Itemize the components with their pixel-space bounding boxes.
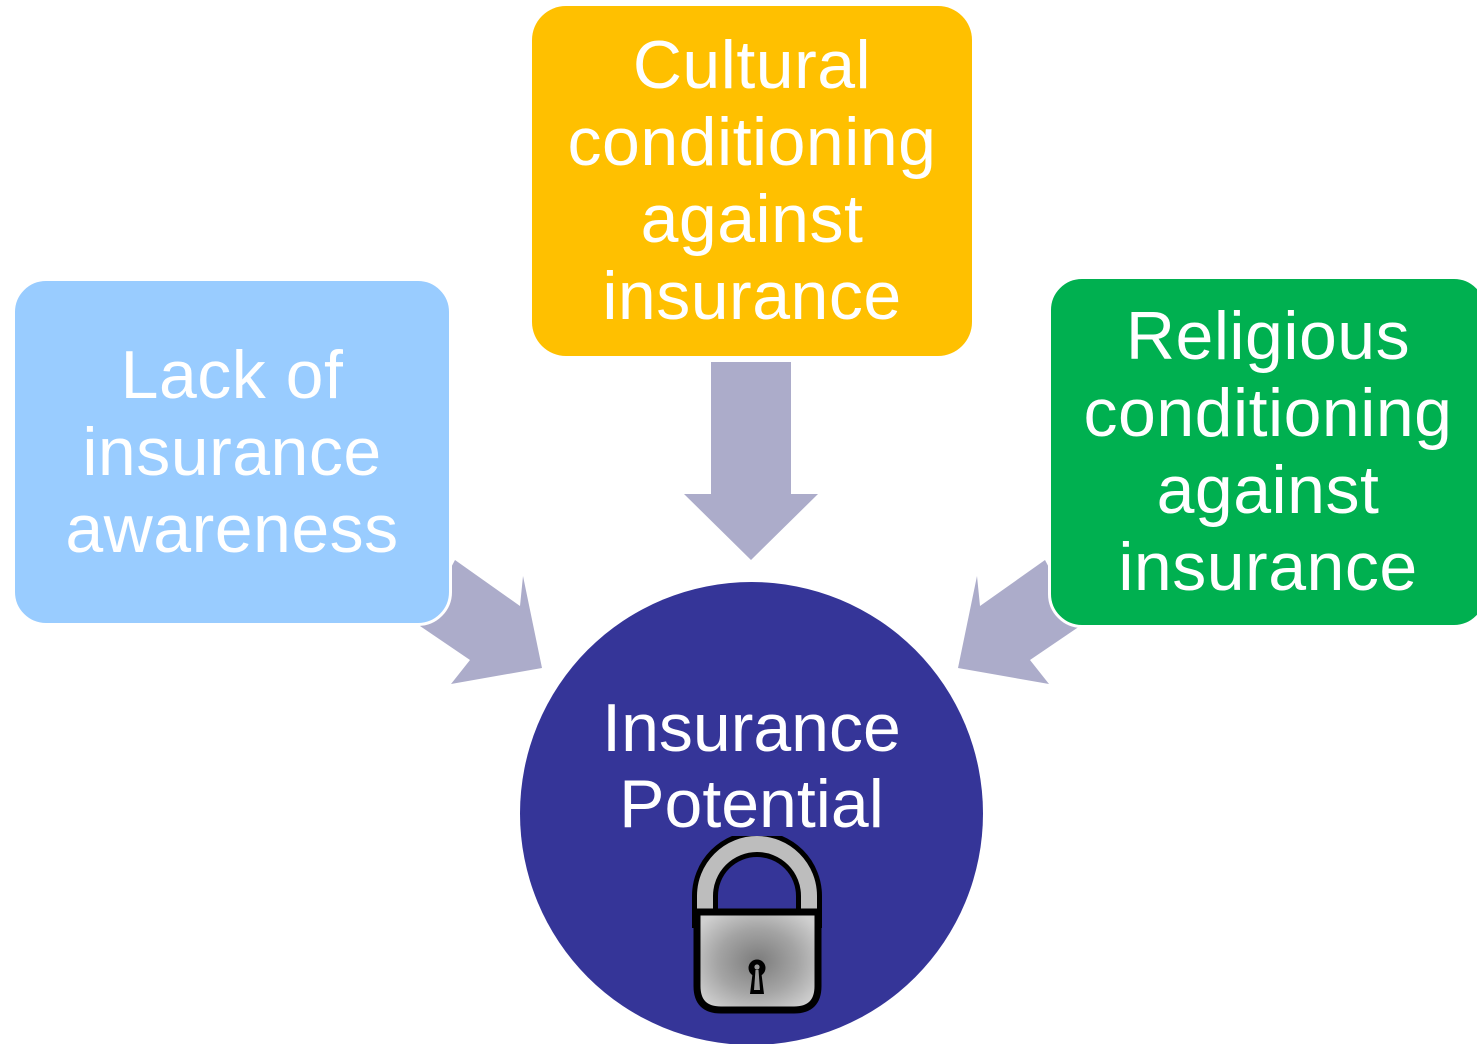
factor-line: against xyxy=(1156,452,1380,528)
factor-box-awareness: Lack of insurance awareness xyxy=(12,278,452,626)
factor-line: insurance xyxy=(1118,529,1418,605)
factor-line: conditioning xyxy=(1083,375,1453,451)
factor-box-cultural: Cultural conditioning against insurance xyxy=(532,6,972,356)
factor-line: conditioning xyxy=(567,104,937,180)
center-line: Insurance xyxy=(602,690,901,766)
padlock-icon xyxy=(692,836,822,1014)
factor-label-religious: Religious conditioning against insurance xyxy=(1084,298,1453,606)
factor-line: insurance xyxy=(602,258,902,334)
insurance-potential-circle: Insurance Potential xyxy=(520,582,983,1044)
factor-label-awareness: Lack of insurance awareness xyxy=(65,337,398,568)
factor-line: against xyxy=(640,181,864,257)
factor-line: Lack of xyxy=(120,336,344,413)
arrow-cultural-to-potential xyxy=(684,362,818,560)
factor-box-religious: Religious conditioning against insurance xyxy=(1048,276,1477,628)
center-label: Insurance Potential xyxy=(520,690,983,842)
factor-line: insurance xyxy=(82,413,382,490)
center-line: Potential xyxy=(619,766,884,842)
factor-line: Religious xyxy=(1125,298,1411,374)
factor-line: Cultural xyxy=(632,27,872,103)
factor-label-cultural: Cultural conditioning against insurance xyxy=(568,27,937,335)
factor-line: awareness xyxy=(65,490,399,567)
